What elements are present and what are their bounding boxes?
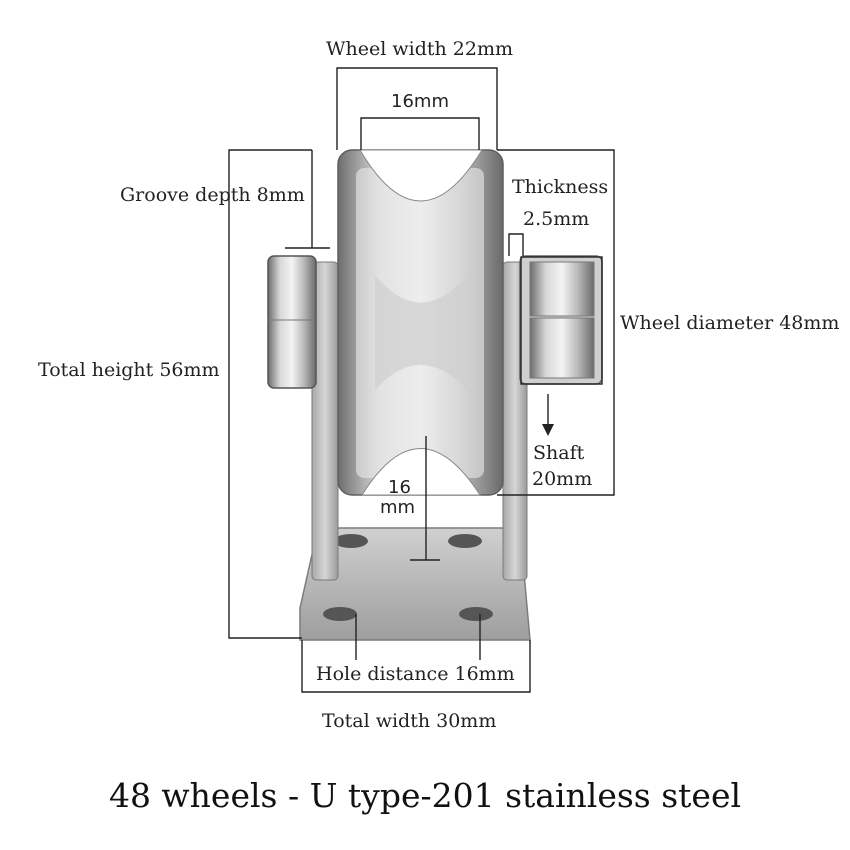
arrow-down-icon xyxy=(542,424,554,436)
mounting-hole xyxy=(323,607,357,621)
mounting-hole xyxy=(448,534,482,548)
bracket-base xyxy=(299,527,531,641)
hole-distance-label: Hole distance 16mm xyxy=(316,663,515,685)
shaft-value-label: 20mm xyxy=(532,468,593,490)
groove-depth-label: Groove depth 8mm xyxy=(120,184,305,206)
wheel-width-label: Wheel width 22mm xyxy=(326,38,513,60)
thickness-value-label: 2.5mm xyxy=(523,208,590,230)
groove-width-label: 16mm xyxy=(391,91,449,112)
product-caption: 48 wheels - U type-201 stainless steel xyxy=(108,776,742,815)
inner-height-unit-label: mm xyxy=(380,497,416,518)
thickness-title-label: Thickness xyxy=(512,176,609,198)
total-height-label: Total height 56mm xyxy=(38,359,220,381)
dimension-lines xyxy=(228,67,615,693)
inner-height-value-label: 16 xyxy=(388,477,411,498)
shaft-title-label: Shaft xyxy=(533,442,585,464)
total-width-label: Total width 30mm xyxy=(322,710,497,732)
bolt-head xyxy=(267,255,317,389)
mounting-hole xyxy=(459,607,493,621)
u-groove-wheel xyxy=(337,149,504,496)
hex-nut xyxy=(519,255,603,385)
mounting-hole xyxy=(334,534,368,548)
wheel-diameter-label: Wheel diameter 48mm xyxy=(620,312,840,334)
